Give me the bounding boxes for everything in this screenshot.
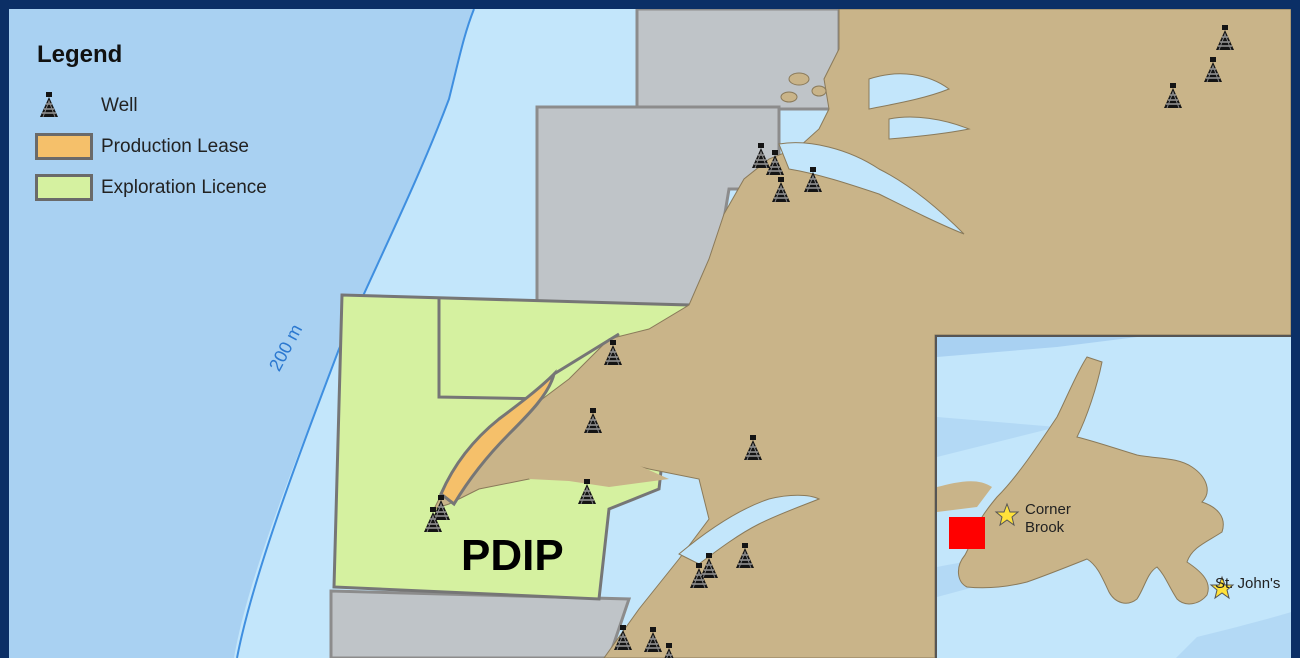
city-name: Corner Brook: [1025, 501, 1071, 536]
permit-block-north: [635, 9, 841, 121]
legend-item-production-lease: Production Lease: [35, 126, 267, 167]
production-lease-area: [439, 369, 557, 507]
lease-boundary-line: [553, 332, 620, 376]
legend-label: Production Lease: [101, 135, 249, 157]
city-star-icon: [994, 502, 1020, 527]
island: [788, 72, 810, 86]
island: [811, 85, 827, 97]
contour-200m: [236, 9, 475, 658]
region-label-pdip: PDIP: [461, 531, 564, 580]
legend-item-exploration-licence: Exploration Licence: [35, 167, 267, 208]
oil-well-icon: [39, 90, 59, 118]
island: [780, 91, 798, 103]
legend-label: Exploration Licence: [101, 176, 267, 198]
legend-item-well: Well: [35, 85, 267, 126]
study-area-highlight: [949, 517, 985, 549]
city-label-st-johns: St. John's: [1215, 575, 1281, 592]
inlet-northeast: [888, 116, 971, 140]
inset-map-canvas: [937, 337, 1291, 658]
legend-title: Legend: [37, 41, 123, 68]
permit-block-south: [329, 589, 632, 658]
legend: Legend Well Production Lease Exploration…: [35, 41, 267, 208]
bay-northeast: [868, 73, 951, 110]
legend-label: Well: [101, 94, 138, 116]
peninsula-land: [529, 407, 669, 487]
bay-north: [778, 142, 965, 235]
production-lease-swatch: [35, 133, 93, 160]
inset-map[interactable]: Corner Brook St. John's: [935, 335, 1291, 658]
exploration-licence-swatch: [35, 174, 93, 201]
bay-south: [678, 494, 821, 565]
city-star-icon: [1209, 575, 1235, 600]
city-label-corner-brook: Corner Brook: [1025, 501, 1095, 537]
licence-boundary-line: [437, 299, 550, 401]
